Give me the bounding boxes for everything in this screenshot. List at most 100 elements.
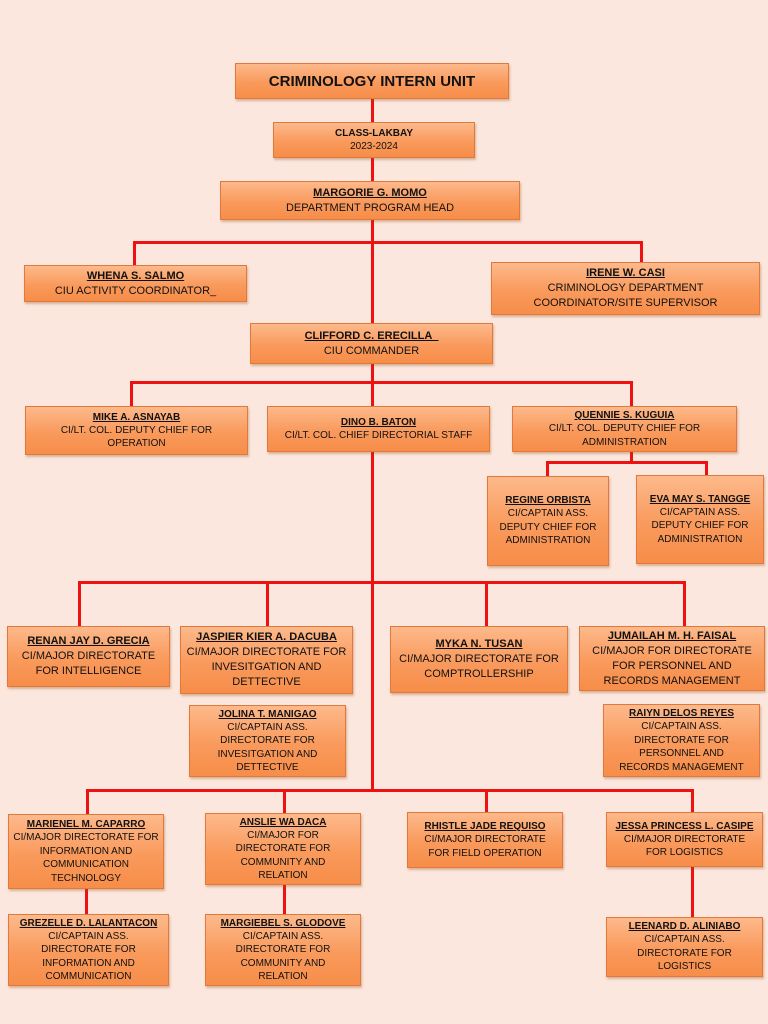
connector-line xyxy=(283,789,286,814)
connector-line xyxy=(640,241,643,263)
dir-ict-name: MARIENEL M. CAPARRO xyxy=(26,819,146,830)
asst-admin-2-role: CI/CAPTAIN ASS. DEPUTY CHIEF FOR ADMINIS… xyxy=(651,506,749,545)
dir-invest-name: JASPIER KIER A. DACUBA xyxy=(196,631,337,643)
asst-invest-role: CI/CAPTAIN ASS. DIRECTORATE FOR INVESITG… xyxy=(217,721,318,774)
connector-line xyxy=(133,241,643,244)
dir-comp-role: CI/MAJOR DIRECTORATE FOR COMPTROLLERSHIP xyxy=(399,653,559,680)
connector-line xyxy=(546,461,708,464)
connector-line xyxy=(691,866,694,918)
asst-ict-name: GREZELLE D. LALANTACON xyxy=(19,917,158,929)
dir-comrel-role: CI/MAJOR FOR DIRECTORATE FOR COMMUNITY A… xyxy=(235,829,331,882)
dir-comrel-box: ANSLIE WA DACA CI/MAJOR FOR DIRECTORATE … xyxy=(205,813,361,885)
dir-comrel-name: ANSLIE WA DACA xyxy=(239,816,327,828)
connector-line xyxy=(485,789,488,813)
class-year: 2023-2024 xyxy=(350,140,398,152)
dir-logistics-role: CI/MAJOR DIRECTORATE FOR LOGISTICS xyxy=(623,833,746,859)
deputy-admin-role: CI/LT. COL. DEPUTY CHIEF FOR ADMINISTRAT… xyxy=(548,423,701,448)
chief-staff-name: DINO B. BATON xyxy=(340,416,417,428)
dir-intel-name: RENAN JAY D. GRECIA xyxy=(27,635,150,647)
dir-intel-role: CI/MAJOR DIRECTORATE FOR INTELLIGENCE xyxy=(21,650,156,677)
connector-line xyxy=(283,884,286,915)
dir-intel-box: RENAN JAY D. GRECIA CI/MAJOR DIRECTORATE… xyxy=(7,626,170,687)
connector-line xyxy=(691,789,694,813)
deputy-admin-box: QUENNIE S. KUGUIA CI/LT. COL. DEPUTY CHI… xyxy=(512,406,737,452)
chief-staff-role: CI/LT. COL. CHIEF DIRECTORIAL STAFF xyxy=(284,429,473,441)
supervisor-box: IRENE W. CASI CRIMINOLOGY DEPARTMENT COO… xyxy=(491,262,760,315)
connector-line xyxy=(371,157,374,181)
asst-comrel-role: CI/CAPTAIN ASS. DIRECTORATE FOR COMMUNIT… xyxy=(235,930,331,983)
supervisor-role: CRIMINOLOGY DEPARTMENT COORDINATOR/SITE … xyxy=(533,282,718,309)
asst-logistics-box: LEENARD D. ALINIABO CI/CAPTAIN ASS. DIRE… xyxy=(606,917,763,977)
dir-personnel-role: CI/MAJOR FOR DIRECTORATE FOR PERSONNEL A… xyxy=(592,644,752,687)
dir-field-name: RHISTLE JADE REQUISO xyxy=(424,821,546,832)
deputy-ops-role: CI/LT. COL. DEPUTY CHIEF FOR OPERATION xyxy=(60,424,213,450)
asst-admin-2-name: EVA MAY S. TANGGE xyxy=(649,493,751,505)
class-box: CLASS-LAKBAY 2023-2024 xyxy=(273,122,475,158)
dir-invest-box: JASPIER KIER A. DACUBA CI/MAJOR DIRECTOR… xyxy=(180,626,353,694)
dir-ict-role: CI/MAJOR DIRECTORATE FOR INFORMATION AND… xyxy=(13,832,159,884)
commander-name: CLIFFORD C. ERECILLA_ xyxy=(304,329,439,342)
connector-line xyxy=(371,451,374,792)
chief-staff-box: DINO B. BATON CI/LT. COL. CHIEF DIRECTOR… xyxy=(267,406,490,452)
dir-logistics-box: JESSA PRINCESS L. CASIPE CI/MAJOR DIRECT… xyxy=(606,812,763,867)
connector-line xyxy=(78,581,81,627)
asst-invest-name: JOLINA T. MANIGAO xyxy=(218,708,317,720)
connector-line xyxy=(266,581,269,627)
connector-line xyxy=(630,381,633,407)
connector-line xyxy=(86,789,89,815)
asst-personnel-name: RAIYN DELOS REYES xyxy=(628,708,735,719)
asst-logistics-role: CI/CAPTAIN ASS. DIRECTORATE FOR LOGISTIC… xyxy=(637,934,732,973)
asst-invest-box: JOLINA T. MANIGAO CI/CAPTAIN ASS. DIRECT… xyxy=(189,705,346,777)
asst-admin-1-role: CI/CAPTAIN ASS. DEPUTY CHIEF FOR ADMINIS… xyxy=(499,508,597,547)
asst-personnel-role: CI/CAPTAIN ASS. DIRECTORATE FOR PERSONNE… xyxy=(619,721,744,773)
connector-line xyxy=(371,362,374,407)
connector-line xyxy=(130,381,133,407)
connector-line xyxy=(705,461,708,476)
connector-line xyxy=(546,461,549,477)
connector-line xyxy=(133,241,136,266)
chart-title: CRIMINOLOGY INTERN UNIT xyxy=(268,72,476,90)
head-box: MARGORIE G. MOMO DEPARTMENT PROGRAM HEAD xyxy=(220,181,520,220)
commander-box: CLIFFORD C. ERECILLA_ CIU COMMANDER xyxy=(250,323,493,364)
connector-line xyxy=(371,219,374,324)
dir-field-role: CI/MAJOR DIRECTORATE FOR FIELD OPERATION xyxy=(424,834,546,859)
class-name: CLASS-LAKBAY xyxy=(335,127,413,139)
connector-line xyxy=(85,889,88,915)
connector-line xyxy=(485,581,488,627)
head-name: MARGORIE G. MOMO xyxy=(313,186,427,199)
connector-line xyxy=(683,581,686,627)
connector-line xyxy=(130,381,633,384)
asst-comrel-name: MARGIEBEL S. GLODOVE xyxy=(220,917,346,929)
coordinator-role: CIU ACTIVITY COORDINATOR_ xyxy=(54,284,217,297)
dir-personnel-name: JUMAILAH M. H. FAISAL xyxy=(607,629,737,642)
asst-admin-1-name: REGINE ORBISTA xyxy=(505,495,591,507)
asst-admin-1-box: REGINE ORBISTA CI/CAPTAIN ASS. DEPUTY CH… xyxy=(487,476,609,566)
supervisor-name: IRENE W. CASI xyxy=(586,267,665,279)
dir-logistics-name: JESSA PRINCESS L. CASIPE xyxy=(615,820,754,832)
coordinator-name: WHENA S. SALMO xyxy=(86,269,185,282)
deputy-admin-name: QUENNIE S. KUGUIA xyxy=(574,410,675,421)
dir-comp-name: MYKA N. TUSAN xyxy=(435,638,523,650)
dir-field-box: RHISTLE JADE REQUISO CI/MAJOR DIRECTORAT… xyxy=(407,812,563,868)
coordinator-box: WHENA S. SALMO CIU ACTIVITY COORDINATOR_ xyxy=(24,265,247,302)
dir-personnel-box: JUMAILAH M. H. FAISAL CI/MAJOR FOR DIREC… xyxy=(579,626,765,691)
asst-logistics-name: LEENARD D. ALINIABO xyxy=(628,921,741,933)
dir-invest-role: CI/MAJOR DIRECTORATE FOR INVESITGATION A… xyxy=(186,646,347,688)
head-role: DEPARTMENT PROGRAM HEAD xyxy=(285,201,455,214)
deputy-ops-box: MIKE A. ASNAYAB CI/LT. COL. DEPUTY CHIEF… xyxy=(25,406,248,455)
connector-line xyxy=(630,451,633,463)
asst-admin-2-box: EVA MAY S. TANGGE CI/CAPTAIN ASS. DEPUTY… xyxy=(636,475,764,564)
connector-line xyxy=(86,789,694,792)
connector-line xyxy=(371,98,374,122)
commander-role: CIU COMMANDER xyxy=(323,344,420,357)
asst-comrel-box: MARGIEBEL S. GLODOVE CI/CAPTAIN ASS. DIR… xyxy=(205,914,361,986)
dir-comp-box: MYKA N. TUSAN CI/MAJOR DIRECTORATE FOR C… xyxy=(390,626,568,693)
asst-ict-role: CI/CAPTAIN ASS. DIRECTORATE FOR INFORMAT… xyxy=(41,930,136,983)
asst-ict-box: GREZELLE D. LALANTACON CI/CAPTAIN ASS. D… xyxy=(8,914,169,986)
dir-ict-box: MARIENEL M. CAPARRO CI/MAJOR DIRECTORATE… xyxy=(8,814,164,889)
asst-personnel-box: RAIYN DELOS REYES CI/CAPTAIN ASS. DIRECT… xyxy=(603,704,760,777)
connector-line xyxy=(78,581,686,584)
title-box: CRIMINOLOGY INTERN UNIT xyxy=(235,63,509,99)
deputy-ops-name: MIKE A. ASNAYAB xyxy=(92,411,181,423)
